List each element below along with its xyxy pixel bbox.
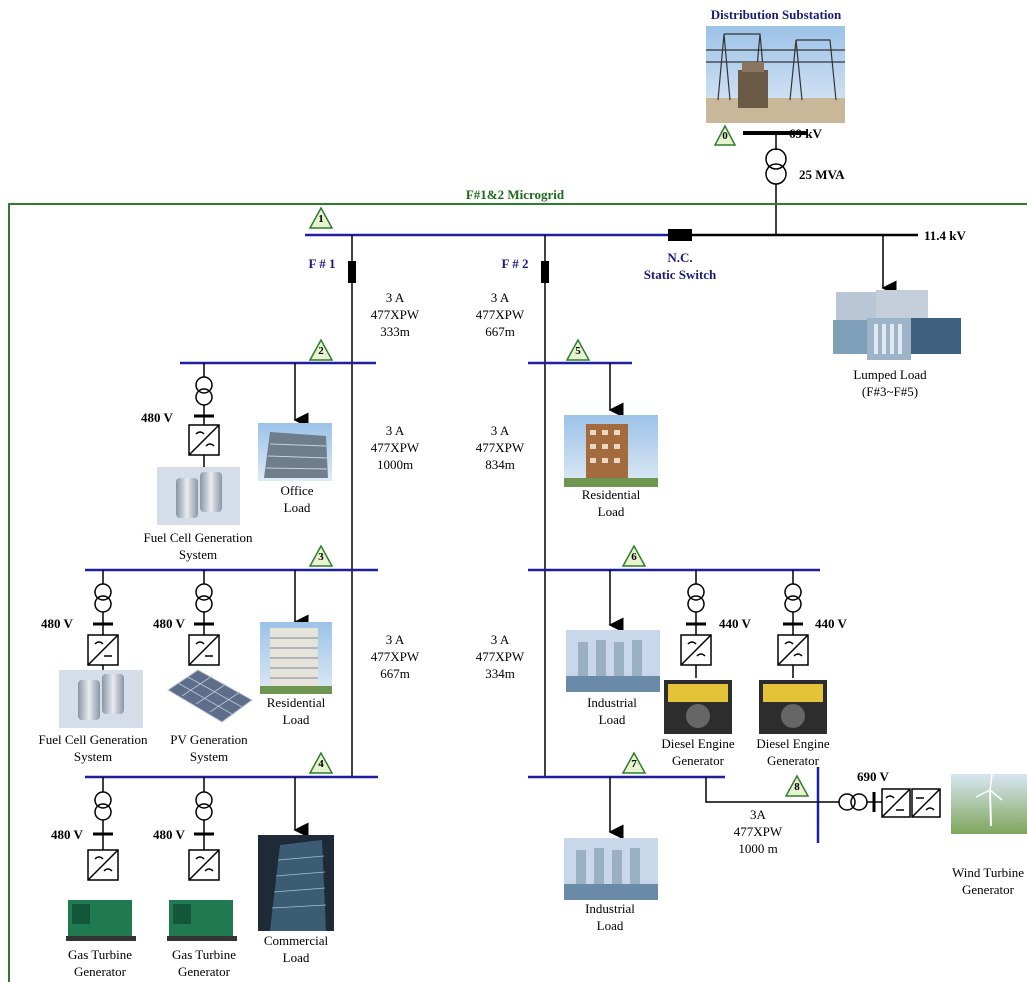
voltage-480-bus2: 480 V (141, 410, 173, 425)
industrial-load-photo-6 (566, 630, 660, 692)
voltage-480-bus3-fc: 480 V (41, 616, 73, 631)
f2-breaker-icon (541, 261, 549, 283)
gas-turbine-branch-1 (87, 777, 119, 881)
transformer-rating: 25 MVA (799, 167, 845, 182)
bus-number-3: 3 (318, 551, 324, 563)
pv-panel-photo (167, 669, 253, 723)
voltage-480-bus4-gt1: 480 V (51, 827, 83, 842)
wind-turbine-photo (951, 773, 1027, 834)
residential-load-photo-5 (564, 415, 658, 487)
gas-turbine-photo-2 (166, 894, 238, 944)
diesel-branch-2 (777, 570, 809, 678)
wind-branch (818, 788, 941, 818)
diesel-generator-photo-1 (664, 680, 732, 734)
voltage-480-bus4-gt2: 480 V (153, 827, 185, 842)
bus-number-8: 8 (794, 781, 800, 793)
bus-number-0: 0 (722, 130, 728, 142)
fuel-cell-photo-3 (59, 670, 143, 728)
bus-number-7: 7 (631, 758, 637, 770)
voltage-690-wind: 690 V (857, 769, 889, 784)
bus-number-6: 6 (631, 551, 637, 563)
bus-number-1: 1 (318, 213, 324, 225)
voltage-440-dg2: 440 V (815, 616, 847, 631)
gas-turbine-branch-2 (188, 777, 220, 881)
bus-number-2: 2 (318, 345, 324, 357)
diesel-generator-photo-2 (759, 680, 827, 734)
lumped-load-photo (833, 290, 961, 360)
switch-label-2: Static Switch (643, 267, 717, 282)
diagram-title: Distribution Substation (710, 7, 842, 22)
switch-label-1: N.C. (667, 250, 693, 265)
static-switch-icon (668, 229, 692, 241)
office-load-photo (258, 423, 332, 481)
feeder-2-label: F # 2 (501, 256, 529, 271)
gas-turbine-photo-1 (65, 894, 137, 944)
microgrid-label: F#1&2 Microgrid (465, 187, 565, 202)
fuel-cell-photo-2 (157, 467, 240, 525)
f1-breaker-icon (348, 261, 356, 283)
diesel-branch-1 (680, 570, 712, 678)
wind-cable (705, 777, 818, 803)
substation-photo (706, 26, 845, 123)
fuel-cell-branch-2 (188, 363, 220, 467)
voltage-440-dg1: 440 V (719, 616, 751, 631)
bus-triangles (308, 124, 810, 797)
main-transformer-icon (765, 148, 787, 185)
bus-number-4: 4 (318, 758, 324, 770)
commercial-load-photo (258, 835, 334, 931)
residential-load-photo-3 (260, 622, 332, 694)
microgrid-boundary (8, 203, 1027, 982)
feeder-1-label: F # 1 (308, 256, 336, 271)
pv-branch-3 (188, 570, 220, 666)
fuel-cell-branch-3 (87, 570, 119, 671)
voltage-69kv: 69 kV (789, 126, 822, 141)
bus-voltage-11kv: 11.4 kV (924, 228, 966, 243)
industrial-load-photo-7 (564, 838, 658, 900)
bus-number-5: 5 (575, 345, 581, 357)
lumped-load-label: Lumped Load(F#3~F#5) (853, 367, 927, 399)
voltage-480-bus3-pv: 480 V (153, 616, 185, 631)
